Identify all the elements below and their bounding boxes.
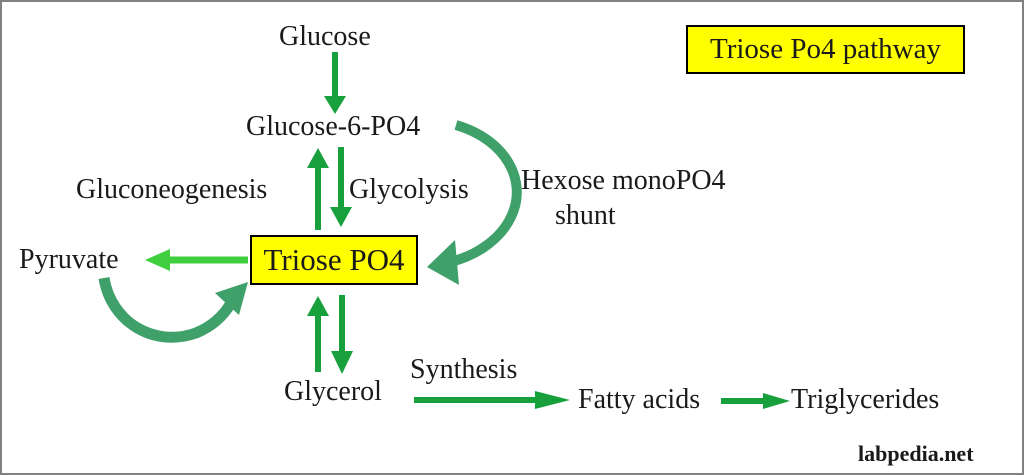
edge-label-hexose-shunt-line1: Hexose monoPO4 [521, 165, 726, 196]
arrowhead-triose-to-glycerol [331, 351, 353, 374]
arrowhead-triose-to-pyruvate [145, 249, 170, 271]
edge-label-glycolysis: Glycolysis [349, 174, 469, 205]
arrowhead-hexose-shunt [427, 240, 459, 285]
node-pyruvate: Pyruvate [19, 244, 119, 275]
arrowhead-glycerol-to-fattyacids [535, 391, 570, 409]
diagram-title: Triose Po4 pathway [710, 33, 941, 65]
curve-hexose-shunt [452, 120, 522, 266]
arrowhead-triose-to-g6p [307, 148, 329, 168]
node-triglycerides: Triglycerides [791, 384, 940, 415]
curve-pyruvate-to-triose [98, 276, 236, 343]
arrowhead-g6p-to-triose [330, 207, 352, 227]
arrowhead-glycerol-to-triose [307, 296, 329, 316]
edge-label-synthesis: Synthesis [410, 354, 518, 385]
node-triose-po4-box: Triose PO4 [250, 235, 418, 285]
arrowhead-pyruvate-to-triose [215, 282, 248, 315]
node-fatty-acids: Fatty acids [578, 384, 701, 415]
node-glycerol: Glycerol [284, 376, 382, 407]
arrowhead-glucose-to-g6p [324, 96, 346, 114]
edge-label-hexose-shunt-line2: shunt [555, 200, 616, 231]
diagram-title-box: Triose Po4 pathway [686, 25, 965, 74]
node-triose-po4: Triose PO4 [263, 242, 405, 277]
edge-label-gluconeogenesis: Gluconeogenesis [76, 174, 268, 205]
node-glucose-6-po4: Glucose-6-PO4 [246, 111, 421, 142]
node-glucose: Glucose [279, 21, 371, 52]
watermark-labpedia: labpedia.net [858, 441, 974, 466]
arrowhead-fattyacids-to-triglycerides [763, 393, 790, 409]
